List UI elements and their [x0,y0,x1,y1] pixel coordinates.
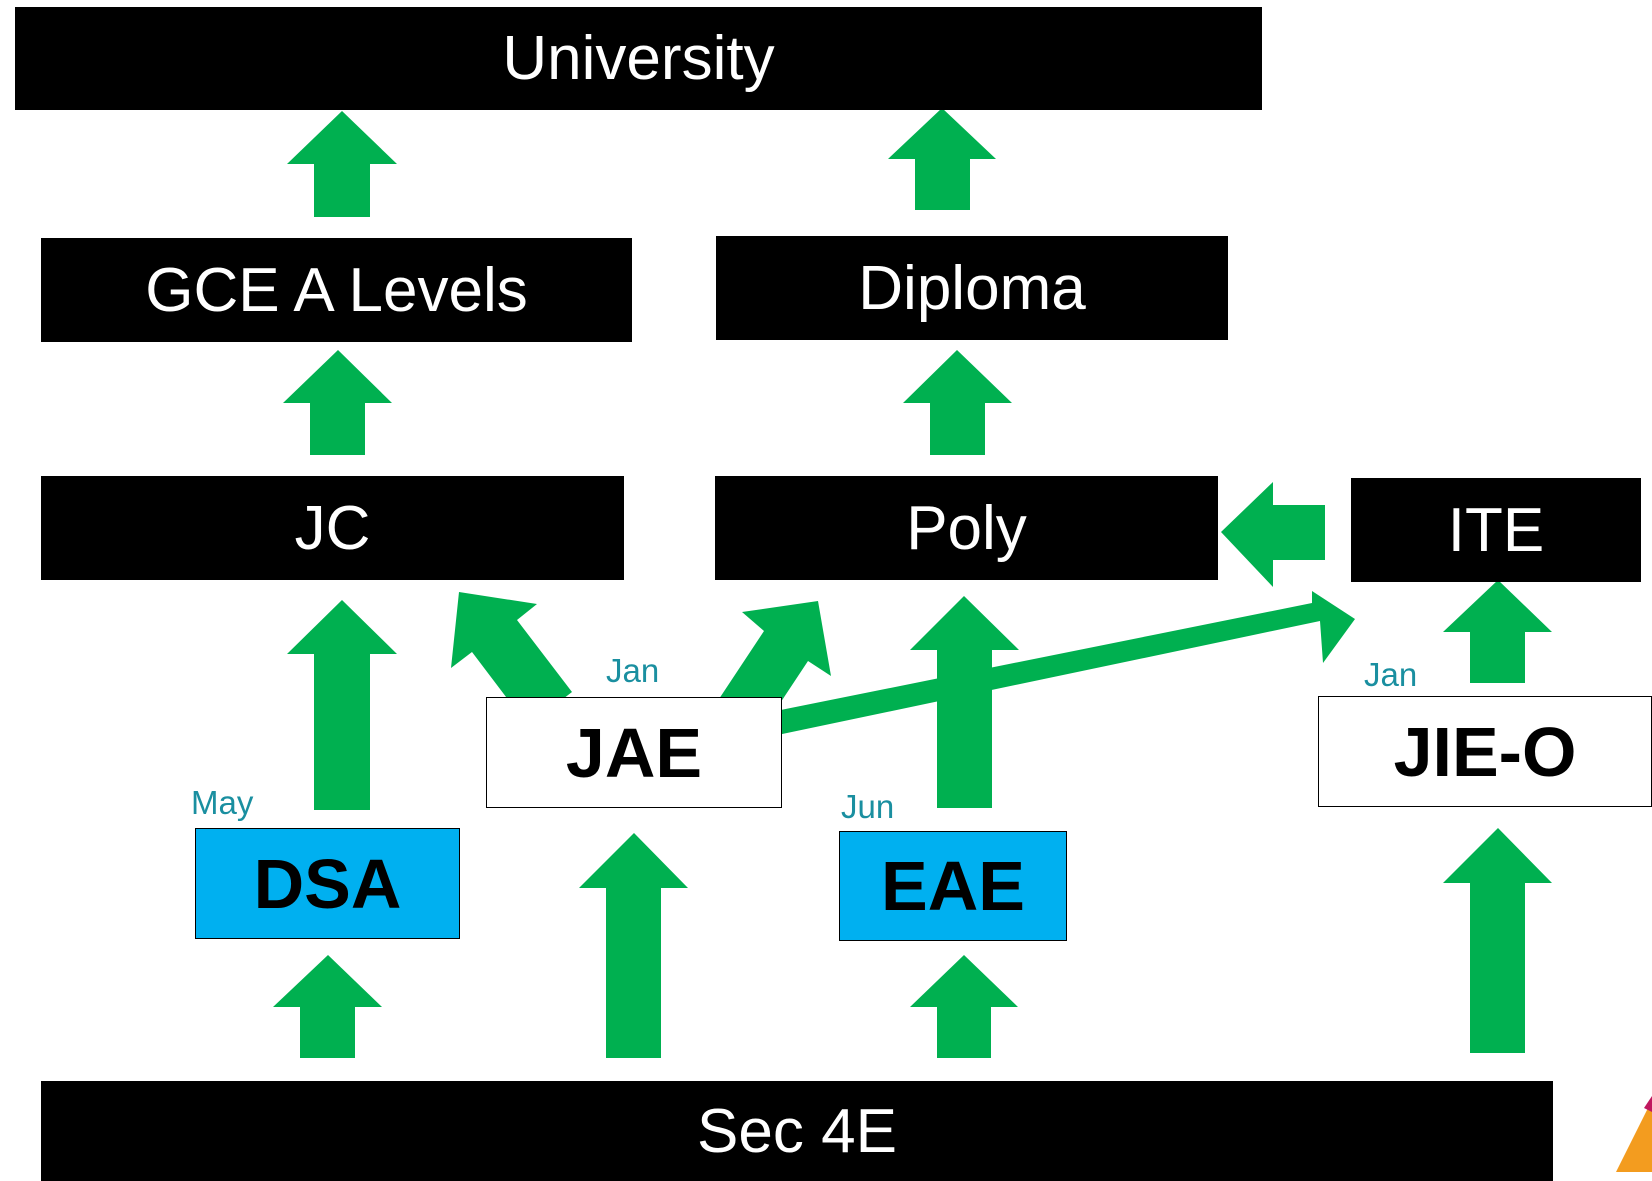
month-label-jae: Jan [606,652,660,689]
arrow-up-icon [273,955,382,1058]
month-label-jie-o: Jan [1364,656,1418,693]
diploma-label: Diploma [858,253,1086,323]
arrow-up-icon [287,600,397,810]
arrow-left-icon [1221,482,1325,587]
arrow-up-icon [910,955,1018,1058]
arrow-up-icon [903,350,1012,455]
arrow-diagonal-icon [451,592,572,726]
university-box: University [15,7,1262,110]
diploma-box: Diploma [716,236,1228,340]
jc-box: JC [41,476,624,580]
arrow-up-icon [1443,580,1552,683]
eae-label: EAE [881,847,1025,925]
jie-o-label: JIE-O [1393,712,1577,791]
ite-box: ITE [1351,478,1641,582]
gce-a-levels-label: GCE A Levels [145,255,528,325]
sec4e-box: Sec 4E [41,1081,1553,1181]
poly-label: Poly [906,493,1027,563]
dsa-box: DSA [195,828,460,939]
jie-o-box: JIE-O [1318,696,1652,807]
arrow-up-icon [910,596,1019,808]
sec4e-label: Sec 4E [697,1096,897,1166]
jc-label: JC [294,493,371,563]
arrow-up-icon [888,108,996,210]
arrow-up-icon [1443,828,1552,1053]
month-label-eae: Jun [841,788,895,825]
eae-box: EAE [839,831,1067,941]
month-label-dsa: May [191,784,254,821]
poly-box: Poly [715,476,1218,580]
dsa-label: DSA [253,844,402,923]
jae-box: JAE [486,697,782,808]
ite-label: ITE [1447,495,1545,565]
university-label: University [502,24,775,93]
logo-icon [1616,1096,1652,1172]
arrow-up-icon [287,111,397,217]
arrow-up-icon [579,833,688,1058]
arrow-diagonal-icon [741,591,1355,741]
arrow-up-icon [283,350,392,455]
gce-a-levels-box: GCE A Levels [41,238,632,342]
jae-label: JAE [565,713,703,792]
